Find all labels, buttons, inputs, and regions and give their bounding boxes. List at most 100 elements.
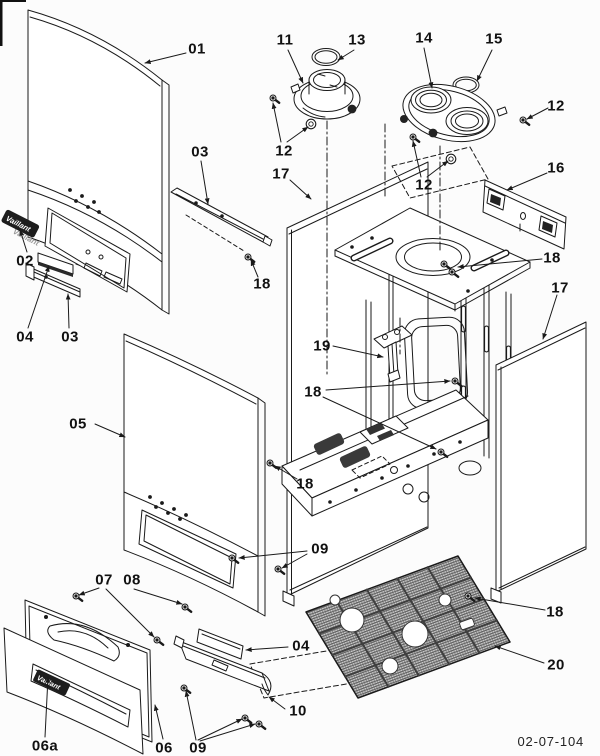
screw-09 <box>240 713 253 724</box>
screw-09 <box>254 719 267 730</box>
part-side-panel-right <box>490 321 587 604</box>
leader-16 <box>506 172 548 191</box>
leader-09b <box>184 690 197 741</box>
part-flue-adapter-twin <box>400 76 508 143</box>
leader-lines <box>19 47 558 742</box>
screw-12 <box>268 93 281 105</box>
callout-05: 05 <box>69 415 87 433</box>
leader-07 <box>105 588 155 638</box>
callout-02: 02 <box>16 252 34 270</box>
leader-18a <box>457 258 543 269</box>
callout-11: 11 <box>276 31 294 49</box>
callout-04-b: 04 <box>292 637 310 655</box>
callout-04-a: 04 <box>16 328 34 346</box>
leader-12a <box>526 107 549 120</box>
grille-hole <box>339 607 365 633</box>
leader-07 <box>78 587 100 596</box>
leader-18e <box>474 596 546 611</box>
part-flue-adapter-round <box>290 48 361 120</box>
leader-05 <box>94 423 126 438</box>
callout-12-c: 12 <box>415 176 433 194</box>
part-trim-strip-lower <box>196 628 244 660</box>
callout-17-b: 17 <box>551 279 569 297</box>
screw-07 <box>152 635 165 646</box>
callout-18-d: 18 <box>296 475 314 493</box>
leader-06 <box>153 704 164 740</box>
screw-08 <box>180 602 193 613</box>
grommet-12 <box>445 153 457 165</box>
screw-18 <box>265 458 278 469</box>
leader-19 <box>332 345 384 359</box>
part-hanging-bracket <box>482 179 567 250</box>
callout-19: 19 <box>313 337 331 355</box>
screw-18 <box>243 252 256 263</box>
callout-17-a: 17 <box>272 165 290 183</box>
leader-01 <box>144 52 187 65</box>
flue-hole <box>395 238 471 276</box>
leader-12b <box>271 102 282 143</box>
leader-12c <box>426 160 449 178</box>
part-front-casing-lower <box>123 333 266 617</box>
callout-20: 20 <box>547 656 565 674</box>
leader-09a <box>281 553 308 569</box>
callout-13: 13 <box>348 31 366 49</box>
callout-03-a: 03 <box>191 143 209 161</box>
leader-08 <box>133 588 183 605</box>
leader-03a <box>200 160 210 205</box>
leader-12b <box>286 126 309 143</box>
callout-09-a: 09 <box>311 540 329 558</box>
callout-03-b: 03 <box>61 328 79 346</box>
leader-12c <box>411 140 422 178</box>
leader-09a <box>238 550 308 560</box>
callout-16: 16 <box>547 159 565 177</box>
grille-hole <box>329 594 341 606</box>
part-bottom-rail-left <box>25 262 81 298</box>
callout-18-c: 18 <box>304 383 322 401</box>
leader-04a <box>27 265 50 329</box>
part-inner-bracket <box>373 325 413 383</box>
leader-11 <box>287 49 304 84</box>
leader-13 <box>337 49 355 61</box>
leader-17b <box>542 294 558 340</box>
leader-18c <box>325 378 451 391</box>
document-number: 02-07-104 <box>517 734 584 749</box>
leader-18d <box>274 465 298 480</box>
screw-09 <box>179 683 192 694</box>
leader-04b <box>245 646 289 653</box>
leader-18b <box>250 259 259 278</box>
part-bottom-rail-lower <box>173 635 272 696</box>
callout-12-a: 12 <box>547 97 565 115</box>
grille-hole <box>438 593 452 607</box>
casing-window <box>138 509 237 589</box>
leader-17a <box>289 179 312 200</box>
callout-06: 06 <box>155 739 173 756</box>
callout-18-b: 18 <box>253 275 271 293</box>
leader-02 <box>19 229 28 253</box>
leader-09b <box>199 723 256 742</box>
callout-01: 01 <box>188 40 206 58</box>
leader-14 <box>423 47 434 89</box>
leader-10 <box>268 696 286 710</box>
part-front-casing-top <box>27 9 170 315</box>
callout-06a: 06a <box>31 737 59 755</box>
scan-artifact <box>0 0 26 46</box>
grille-hole <box>381 657 399 675</box>
grille-hole <box>401 620 429 648</box>
leader-03b <box>65 293 71 329</box>
callout-12-b: 12 <box>275 142 293 160</box>
screw-12 <box>408 132 421 144</box>
callout-09-b: 09 <box>189 739 207 756</box>
callout-18-e: 18 <box>546 603 564 621</box>
callout-18-a: 18 <box>543 249 561 267</box>
leader-06a <box>44 676 51 738</box>
part-chassis-frame <box>281 207 531 517</box>
callout-07: 07 <box>95 571 113 589</box>
leader-18c <box>322 396 437 450</box>
leader-15 <box>476 49 493 82</box>
part-grille <box>305 555 511 699</box>
callout-10: 10 <box>289 702 307 720</box>
callout-14: 14 <box>415 29 433 47</box>
callout-15: 15 <box>485 30 503 48</box>
